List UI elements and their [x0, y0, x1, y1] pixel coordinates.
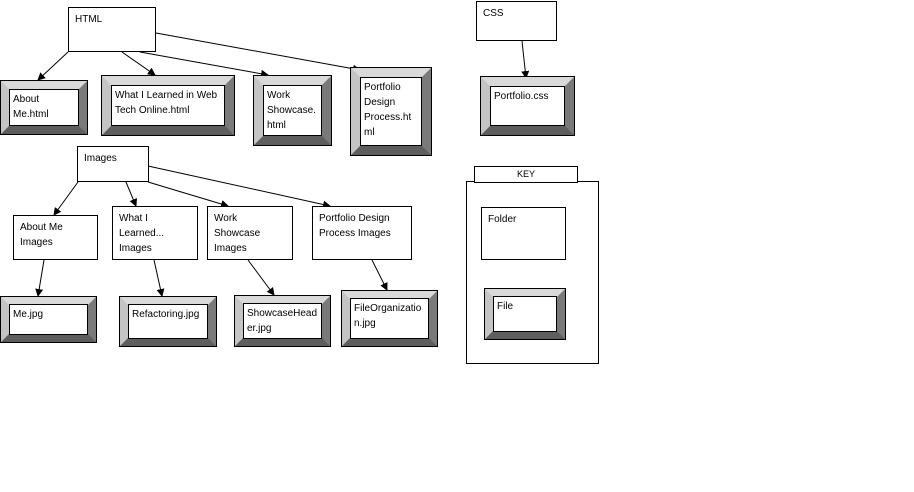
file-about-me-html-face: About Me.html — [9, 89, 79, 126]
arrow-css-to-portfolio-css — [521, 40, 530, 79]
arrow-html-to-what-learned — [121, 51, 156, 76]
arrow-images-to-portfolio-process — [147, 165, 331, 209]
arrow-images-to-work-showcase — [147, 181, 229, 208]
file-file-organization-jpg: FileOrganizatio n.jpg — [341, 290, 438, 347]
file-portfolio-process-html: Portfolio Design Process.ht ml — [350, 67, 432, 156]
key-file-label: File — [497, 301, 514, 312]
folder-css: CSS — [476, 1, 557, 41]
file-portfolio-process-html-label: Portfolio Design Process.ht ml — [364, 82, 412, 138]
file-about-me-html-label: About Me.html — [13, 94, 49, 120]
folder-what-learned-images: What I Learned... Images — [112, 206, 198, 260]
folder-about-me-images-label: About Me Images — [20, 222, 63, 248]
folder-work-showcase-images: Work Showcase Images — [207, 206, 293, 260]
arrow-html-to-portfolio-process — [155, 32, 361, 73]
arrow-images-to-about-me — [53, 181, 79, 216]
folder-html-label: HTML — [75, 14, 103, 25]
file-what-learned-html-face: What I Learned in Web Tech Online.html — [111, 85, 225, 126]
key-folder-sample: Folder — [481, 207, 566, 260]
key-file-sample: File — [484, 288, 566, 340]
folder-css-label: CSS — [483, 8, 504, 19]
arrow-what-learned-to-refactoring — [153, 259, 165, 297]
file-refactoring-jpg-face: Refactoring.jpg — [128, 304, 208, 339]
file-portfolio-css-face: Portfolio.css — [490, 86, 565, 126]
key-title: KEY — [474, 166, 578, 183]
arrow-about-me-to-me-jpg — [35, 259, 45, 297]
folder-portfolio-process-images-label: Portfolio Design Process Images — [319, 213, 391, 239]
file-file-organization-jpg-face: FileOrganizatio n.jpg — [350, 298, 429, 339]
file-refactoring-jpg: Refactoring.jpg — [119, 296, 217, 347]
file-showcase-header-jpg-label: ShowcaseHead er.jpg — [247, 308, 318, 334]
file-what-learned-html-label: What I Learned in Web Tech Online.html — [115, 90, 218, 116]
arrow-html-to-about-me — [37, 51, 69, 81]
arrow-html-to-work-showcase — [139, 51, 269, 78]
arrow-images-to-what-learned — [125, 181, 137, 207]
file-showcase-header-jpg-face: ShowcaseHead er.jpg — [243, 303, 322, 339]
arrow-work-showcase-to-header — [247, 259, 275, 296]
file-portfolio-css-label: Portfolio.css — [494, 91, 549, 102]
arrow-portfolio-process-to-file-org — [371, 259, 388, 291]
folder-about-me-images: About Me Images — [13, 215, 98, 260]
key-folder-label: Folder — [488, 214, 517, 225]
file-showcase-header-jpg: ShowcaseHead er.jpg — [234, 295, 331, 347]
folder-images-label: Images — [84, 153, 117, 164]
folder-images: Images — [77, 146, 149, 182]
folder-work-showcase-images-label: Work Showcase Images — [214, 213, 261, 254]
file-what-learned-html: What I Learned in Web Tech Online.html — [101, 75, 235, 136]
folder-what-learned-images-label: What I Learned... Images — [119, 213, 165, 254]
file-work-showcase-html-label: Work Showcase. html — [267, 90, 316, 131]
folder-portfolio-process-images: Portfolio Design Process Images — [312, 206, 412, 260]
file-work-showcase-html-face: Work Showcase. html — [263, 85, 322, 136]
file-portfolio-process-html-face: Portfolio Design Process.ht ml — [360, 77, 422, 146]
file-work-showcase-html: Work Showcase. html — [253, 75, 332, 146]
file-file-organization-jpg-label: FileOrganizatio n.jpg — [354, 303, 422, 329]
file-me-jpg-label: Me.jpg — [13, 309, 44, 320]
file-me-jpg-face: Me.jpg — [9, 304, 88, 335]
file-refactoring-jpg-label: Refactoring.jpg — [132, 309, 200, 320]
folder-html: HTML — [68, 7, 156, 52]
file-me-jpg: Me.jpg — [0, 296, 97, 343]
file-about-me-html: About Me.html — [0, 80, 88, 135]
file-portfolio-css: Portfolio.css — [480, 76, 575, 136]
key-file-face: File — [493, 296, 557, 332]
